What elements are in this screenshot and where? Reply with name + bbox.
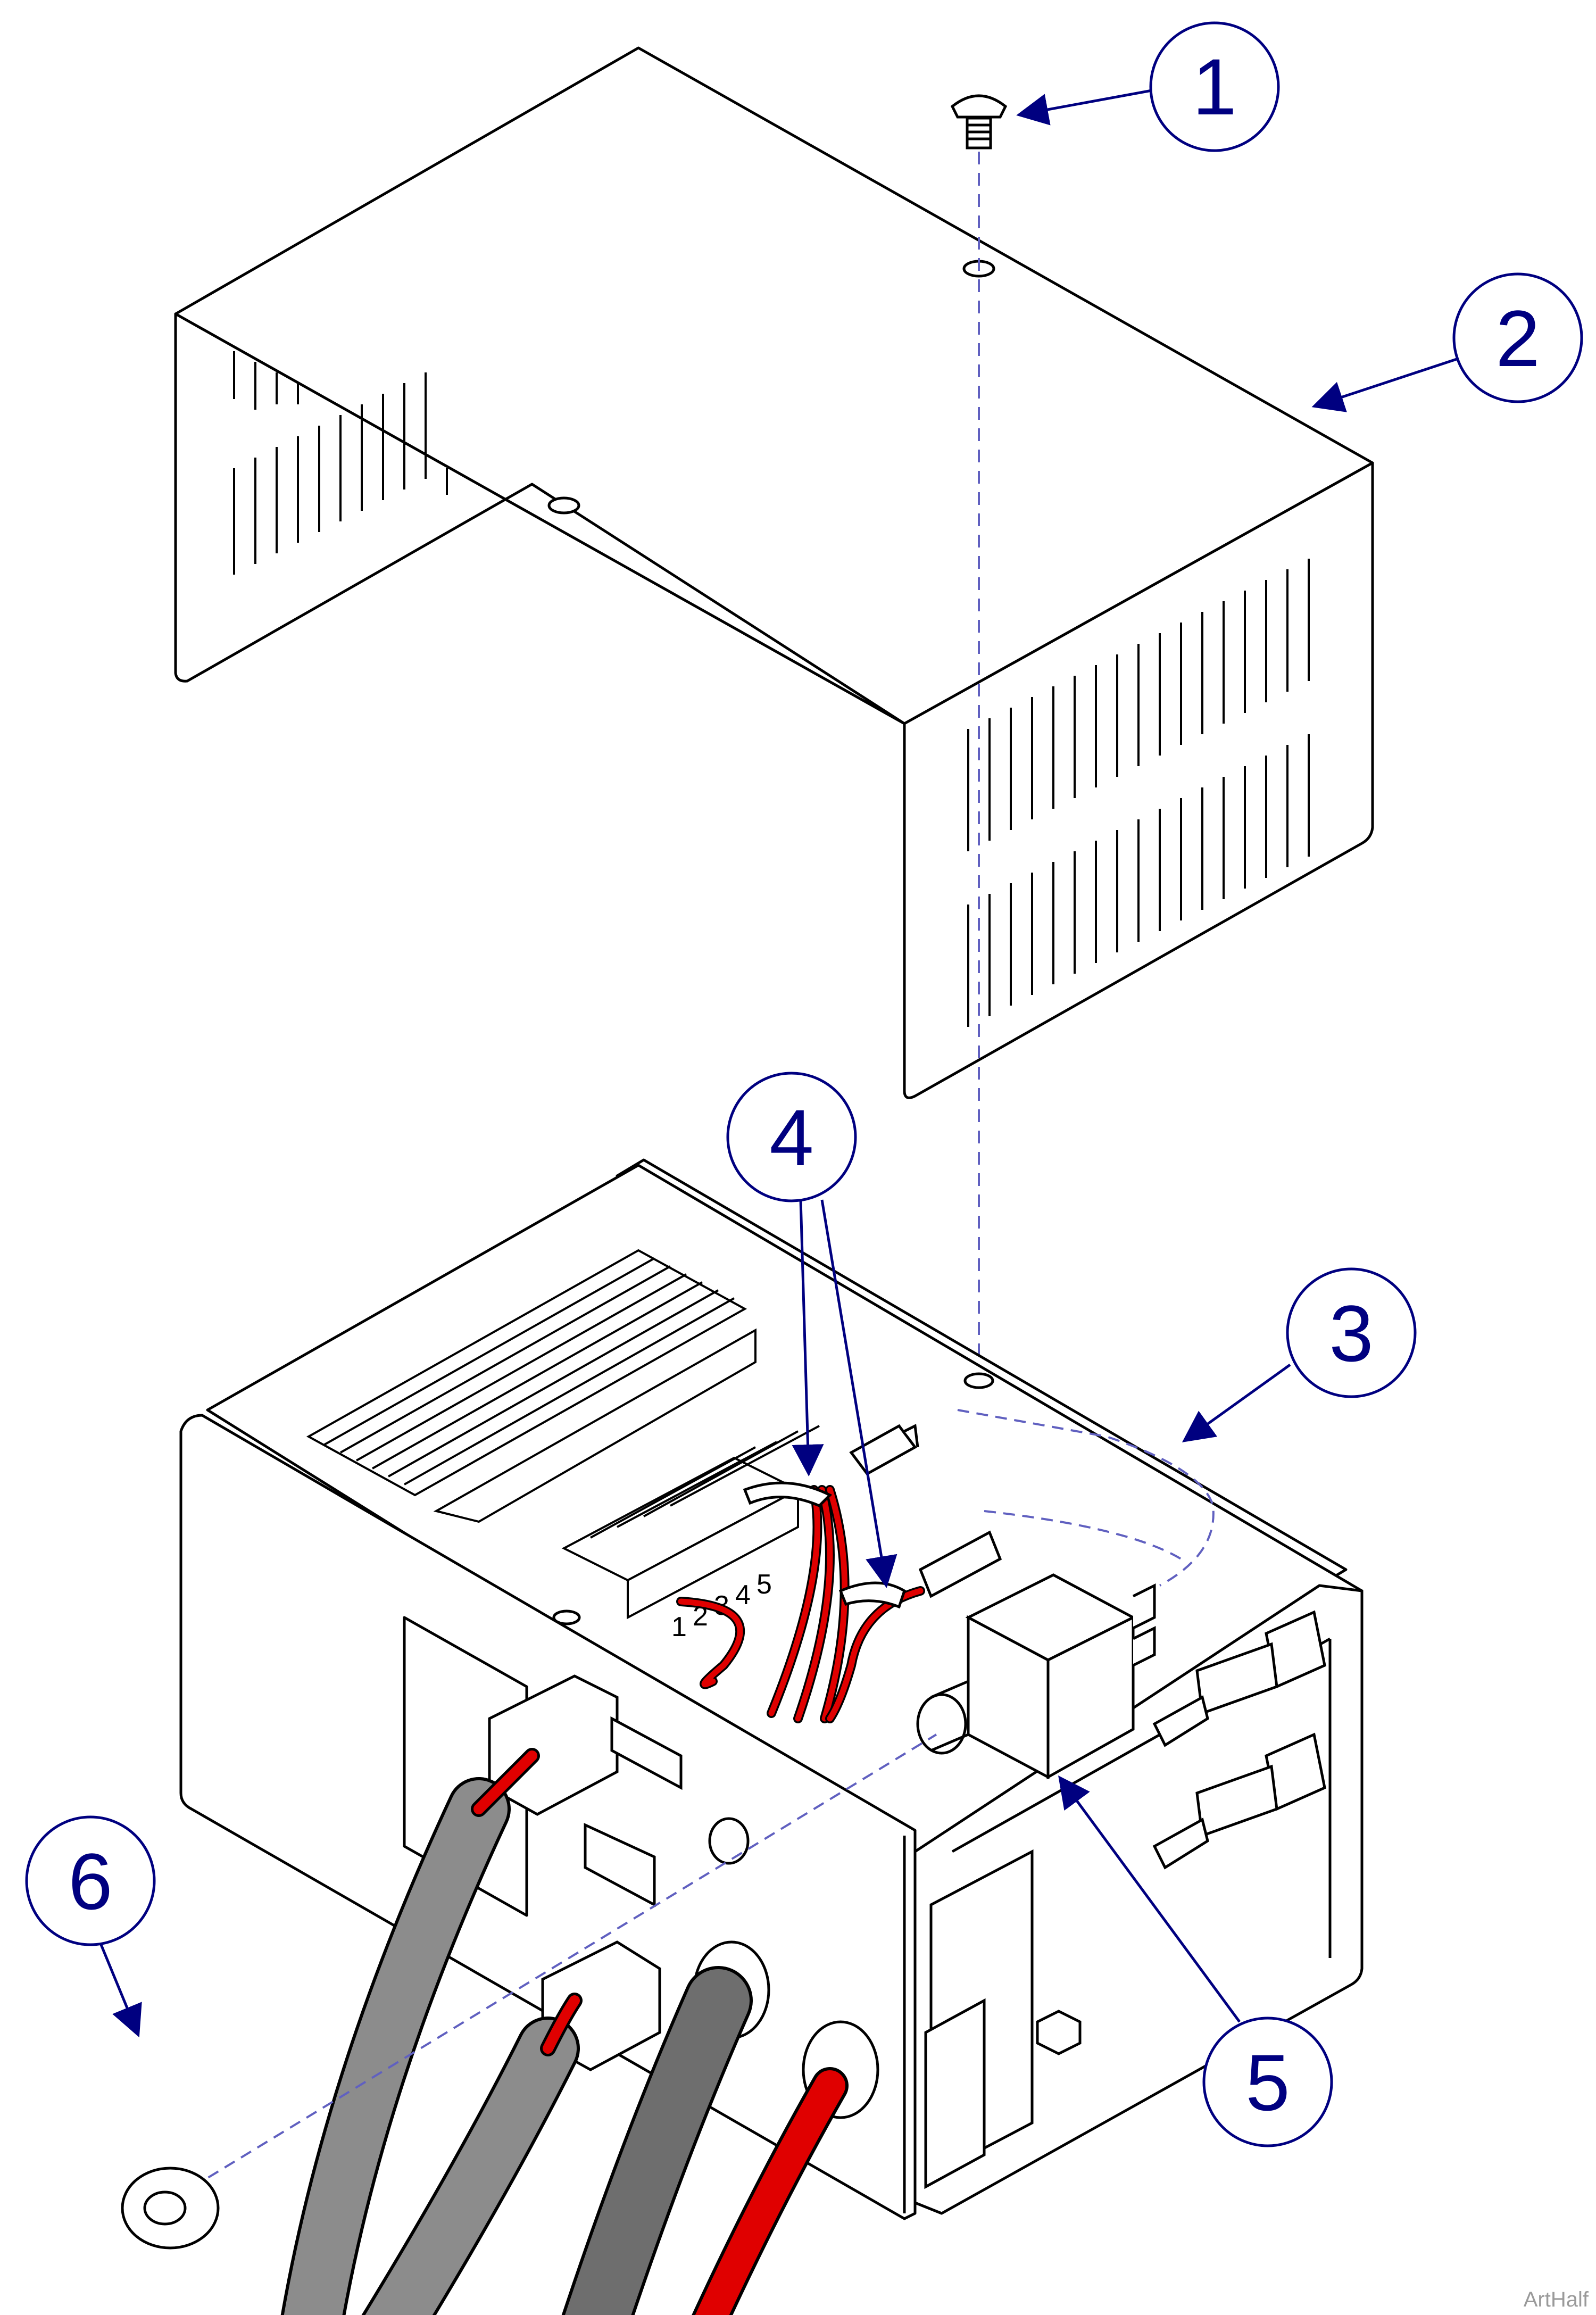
callout-6: 6 [25,1815,156,2038]
relay-block [924,1849,1082,2189]
terminal-number: 1 [671,1612,687,1642]
cover-vents-left [233,351,448,575]
callout-label: 4 [769,1093,813,1182]
callout-4: 4 [726,1072,897,1588]
harness-connectors [743,1424,1002,1609]
callout-label: 1 [1192,42,1236,131]
callout-label: 3 [1329,1289,1373,1378]
alignment-lines [174,1409,1215,2198]
callout-label: 6 [68,1837,112,1926]
callout-2: 2 [1311,272,1583,412]
terminal-number: 4 [735,1580,751,1611]
toggle-switch [916,1573,1156,1780]
heat-sink [306,1249,757,1523]
washer [121,2167,220,2250]
cover [174,46,1374,1099]
callout-label: 2 [1495,294,1540,383]
cover-vents-right [967,559,1310,1027]
cables [280,1748,849,2315]
callout-3: 3 [1182,1267,1417,1442]
screw [950,94,1008,150]
callouts: 1 2 3 4 5 6 [25,21,1583,2147]
fuse-holders [1152,1610,1326,1870]
callout-5: 5 [1058,1775,1333,2147]
callout-1: 1 [1016,21,1280,152]
art-credit: ArtHalf [1523,2288,1589,2311]
callout-label: 5 [1245,2038,1290,2127]
terminal-number: 5 [757,1569,772,1600]
